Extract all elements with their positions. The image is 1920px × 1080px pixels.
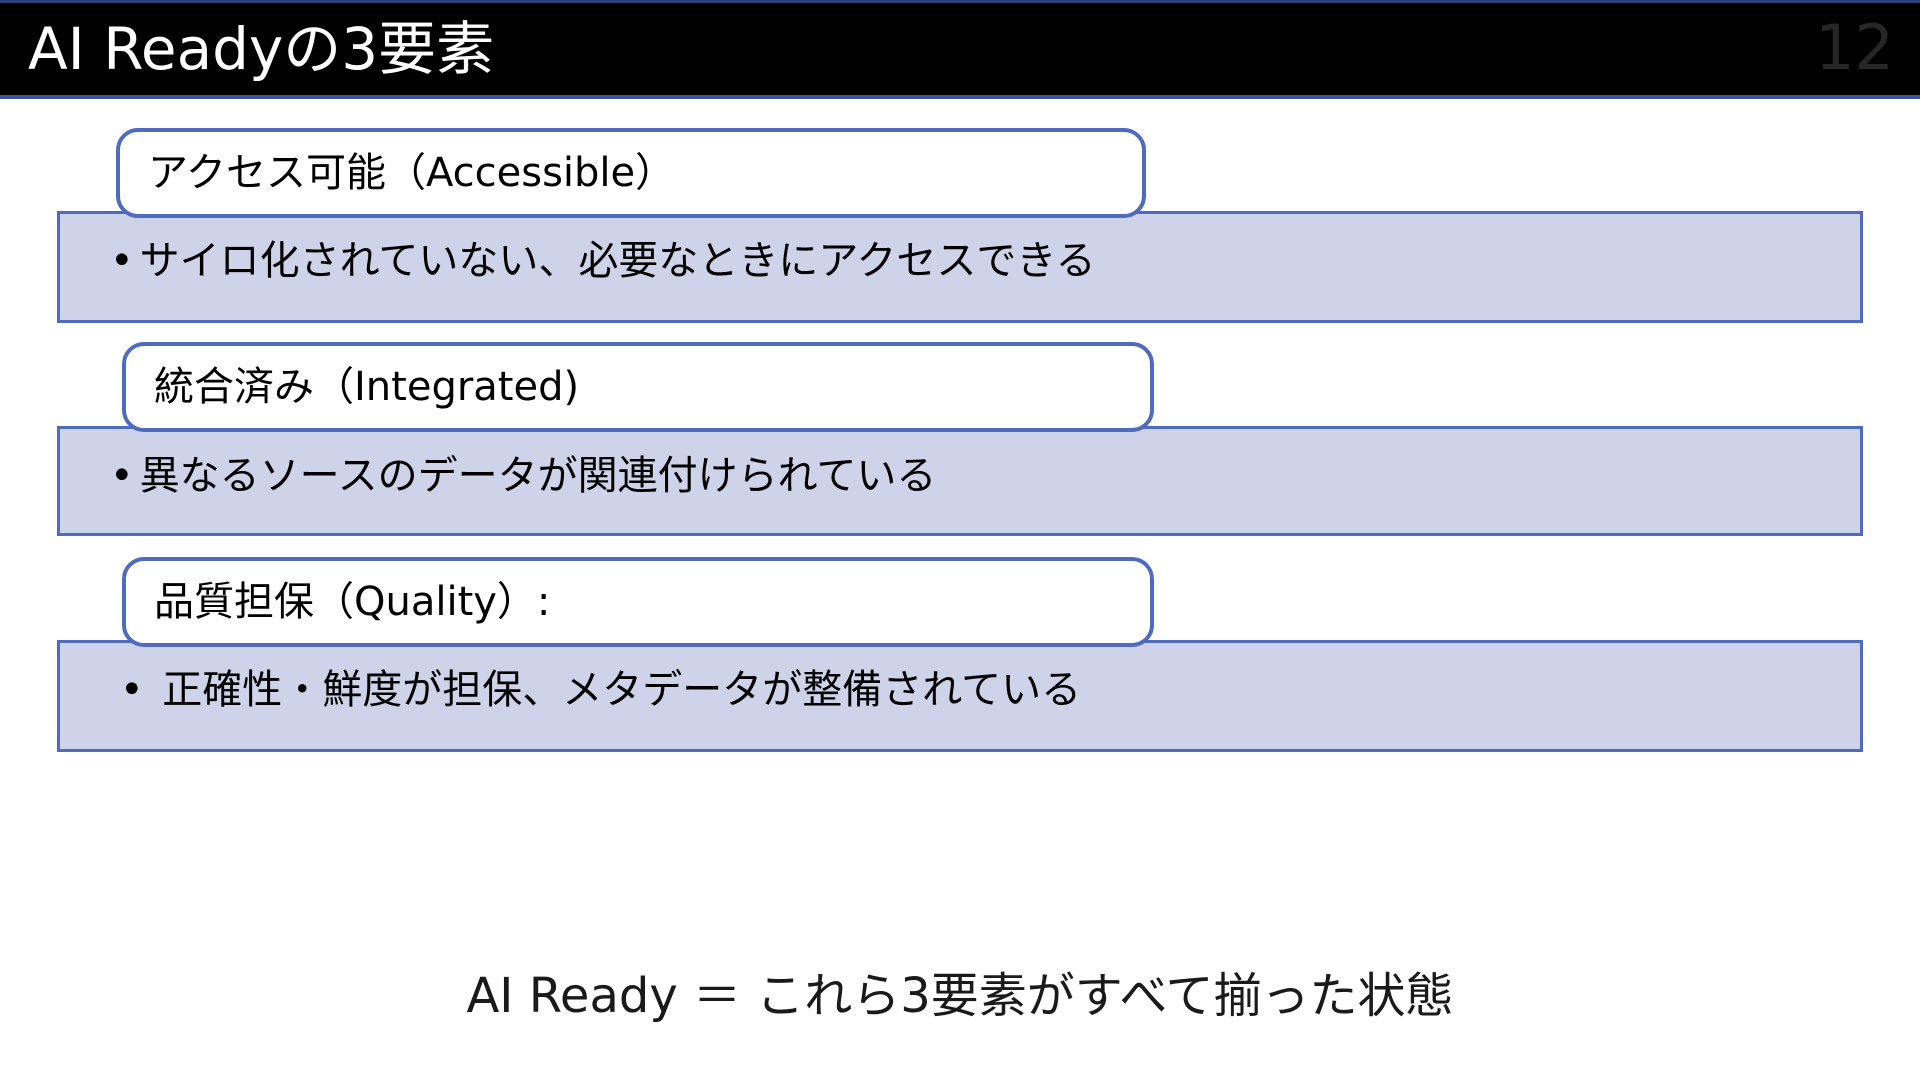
group-body-text: •サイロ化されていない、必要なときにアクセスできる [110,237,1096,285]
group-header-label: 統合済み（Integrated) [154,364,580,410]
group-body-label: サイロ化されていない、必要なときにアクセスできる [139,238,1096,284]
bullet-icon: • [120,667,144,713]
group-header-card: アクセス可能（Accessible） [116,128,1146,218]
page-title: AI Readyの3要素 [28,15,495,83]
group-header-label: 品質担保（Quality）: [154,579,551,625]
group-body-panel [57,426,1863,536]
page-number: 12 [1815,10,1894,84]
slide-title-bar: AI Readyの3要素 12 [0,0,1920,99]
bullet-icon: • [110,453,134,499]
group-header-card: 品質担保（Quality）: [122,557,1154,647]
group-header-card: 統合済み（Integrated) [122,342,1154,432]
group-body-label: 異なるソースのデータが関連付けられている [139,453,937,499]
group-body-text: • 正確性・鮮度が担保、メタデータが整備されている [120,666,1081,714]
group-body-text: •異なるソースのデータが関連付けられている [110,452,936,500]
group-body-panel [57,640,1863,752]
summary-caption: AI Ready ＝ これら3要素がすべて揃った状態 [466,968,1454,1024]
group-body-label: 正確性・鮮度が担保、メタデータが整備されている [149,667,1082,713]
group-header-label: アクセス可能（Accessible） [148,150,676,196]
bullet-icon: • [110,238,134,284]
